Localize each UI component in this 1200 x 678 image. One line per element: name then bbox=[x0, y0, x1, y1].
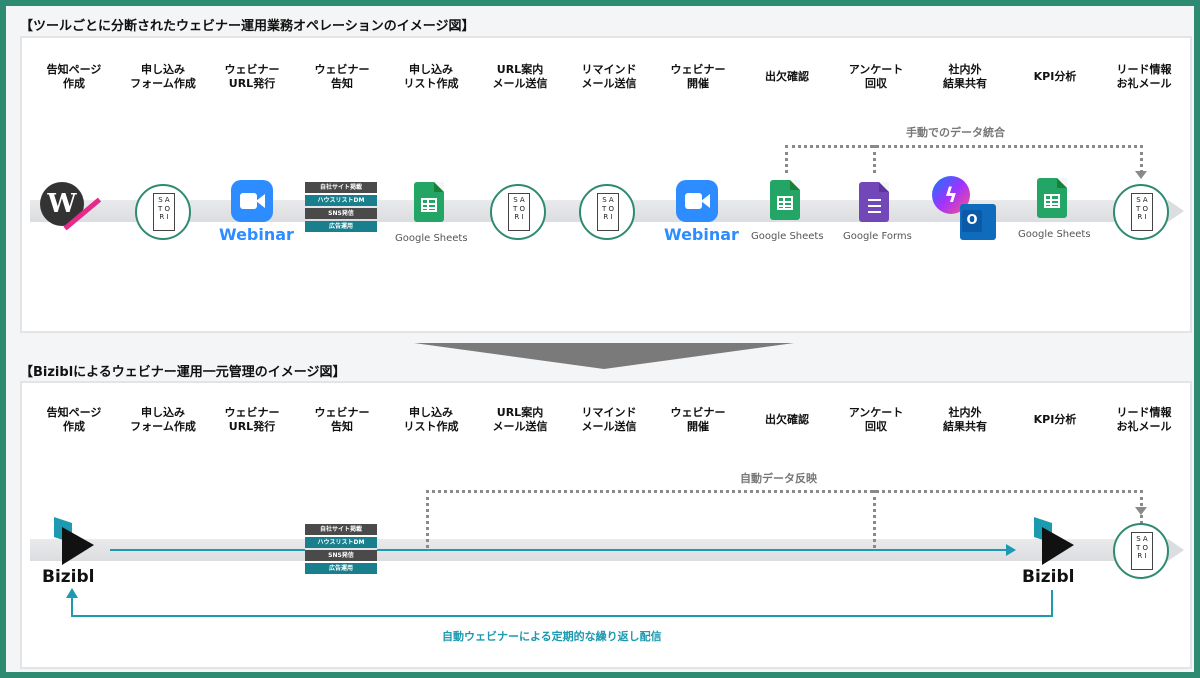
bizibl-logo-icon bbox=[54, 517, 94, 565]
step-application-form: 申し込み フォーム作成 bbox=[130, 406, 196, 433]
google-forms-label: Google Forms bbox=[843, 231, 912, 242]
step-announce-page: 告知ページ 作成 bbox=[46, 406, 102, 433]
webinar-label: Webinar bbox=[664, 225, 739, 244]
bizibl-label: Bizibl bbox=[1022, 567, 1075, 587]
step-url-mail: URL案内 メール送信 bbox=[492, 63, 548, 90]
promotion-tags: 自社サイト掲載 ハウスリストDM SNS発信 広告運用 bbox=[305, 524, 377, 576]
satori-logo-card: S A T O R I bbox=[597, 193, 619, 231]
google-sheets-label: Google Sheets bbox=[1018, 229, 1091, 240]
tag-ads: 広告運用 bbox=[305, 563, 377, 574]
satori-badge-lead: S A T O R I bbox=[1113, 184, 1169, 240]
arrow-up-icon bbox=[66, 588, 78, 598]
step-survey: アンケート 回収 bbox=[848, 63, 904, 90]
step-result-share: 社内外 結果共有 bbox=[943, 63, 987, 90]
step-reminder-mail: リマインド メール送信 bbox=[581, 63, 637, 90]
bizibl-label: Bizibl bbox=[42, 567, 95, 587]
manual-integration-branch bbox=[873, 145, 876, 173]
step-lead-thanks: リード情報 お礼メール bbox=[1116, 63, 1172, 90]
arrow-down-icon bbox=[1135, 507, 1147, 515]
step-reminder-mail: リマインド メール送信 bbox=[581, 406, 637, 433]
recurring-delivery-note: 自動ウェビナーによる定期的な繰り返し配信 bbox=[442, 630, 662, 643]
step-application-form: 申し込み フォーム作成 bbox=[130, 63, 196, 90]
step-webinar-announcement: ウェビナー 告知 bbox=[314, 63, 370, 90]
tag-sns: SNS発信 bbox=[305, 208, 377, 219]
tag-ads: 広告運用 bbox=[305, 221, 377, 232]
step-attendance: 出欠確認 bbox=[765, 70, 809, 83]
promotion-tags: 自社サイト掲載 ハウスリストDM SNS発信 広告運用 bbox=[305, 182, 377, 234]
satori-badge-form: S A T O R I bbox=[135, 184, 191, 240]
top-section-title: 【ツールごとに分断されたウェビナー運用業務オペレーションのイメージ図】 bbox=[20, 19, 475, 34]
zoom-icon bbox=[231, 180, 273, 222]
step-url-mail: URL案内 メール送信 bbox=[492, 406, 548, 433]
step-webinar-url: ウェビナー URL発行 bbox=[224, 63, 280, 90]
step-webinar-held: ウェビナー 開催 bbox=[670, 406, 726, 433]
arrow-down-icon bbox=[1135, 171, 1147, 179]
auto-reflection-connector bbox=[426, 490, 1143, 548]
google-forms-icon bbox=[859, 182, 889, 222]
messenger-icon: ϟ bbox=[932, 176, 970, 214]
satori-logo-card: S A T O R I bbox=[153, 193, 175, 231]
process-band-arrow bbox=[1168, 539, 1184, 561]
step-lead-thanks: リード情報 お礼メール bbox=[1116, 406, 1172, 433]
step-webinar-url: ウェビナー URL発行 bbox=[224, 406, 280, 433]
tag-house-list-dm: ハウスリストDM bbox=[305, 195, 377, 206]
loop-line-bottom bbox=[71, 615, 1053, 617]
arrow-right-icon bbox=[1006, 544, 1016, 556]
bottom-panel: 告知ページ 作成 申し込み フォーム作成 ウェビナー URL発行 ウェビナー 告… bbox=[20, 381, 1192, 669]
tag-own-site: 自社サイト掲載 bbox=[305, 524, 377, 535]
loop-line-left bbox=[71, 597, 73, 617]
tag-own-site: 自社サイト掲載 bbox=[305, 182, 377, 193]
webinar-label: Webinar bbox=[219, 225, 294, 244]
step-attendance: 出欠確認 bbox=[765, 413, 809, 426]
manual-integration-note: 手動でのデータ統合 bbox=[906, 126, 1005, 139]
satori-logo-card: S A T O R I bbox=[508, 193, 530, 231]
loop-line-right bbox=[1051, 590, 1053, 617]
auto-reflection-note: 自動データ反映 bbox=[740, 472, 817, 485]
step-announce-page: 告知ページ 作成 bbox=[46, 63, 102, 90]
satori-badge-reminder: S A T O R I bbox=[579, 184, 635, 240]
step-kpi: KPI分析 bbox=[1033, 70, 1077, 83]
google-sheets-icon bbox=[1037, 178, 1067, 218]
satori-badge-url-mail: S A T O R I bbox=[490, 184, 546, 240]
step-webinar-announcement: ウェビナー 告知 bbox=[314, 406, 370, 433]
google-sheets-icon bbox=[770, 180, 800, 220]
step-kpi: KPI分析 bbox=[1033, 413, 1077, 426]
bottom-section-title: 【Biziblによるウェビナー運用一元管理のイメージ図】 bbox=[20, 365, 346, 380]
flow-line-left bbox=[110, 549, 305, 551]
satori-badge-lead: S A T O R I bbox=[1113, 523, 1169, 579]
flow-line-main bbox=[377, 549, 1007, 551]
google-sheets-label: Google Sheets bbox=[751, 231, 824, 242]
transition-arrow-shape bbox=[414, 343, 794, 369]
bizibl-logo-icon bbox=[1034, 517, 1074, 565]
outlook-icon: O bbox=[960, 204, 996, 240]
tag-sns: SNS発信 bbox=[305, 550, 377, 561]
auto-reflection-branch bbox=[873, 490, 876, 548]
manual-integration-connector bbox=[785, 145, 1143, 173]
step-webinar-held: ウェビナー 開催 bbox=[670, 63, 726, 90]
satori-logo-card: S A T O R I bbox=[1131, 532, 1153, 570]
tag-house-list-dm: ハウスリストDM bbox=[305, 537, 377, 548]
zoom-icon bbox=[676, 180, 718, 222]
step-result-share: 社内外 結果共有 bbox=[943, 406, 987, 433]
step-survey: アンケート 回収 bbox=[848, 406, 904, 433]
satori-logo-card: S A T O R I bbox=[1131, 193, 1153, 231]
top-panel: 告知ページ 作成 申し込み フォーム作成 ウェビナー URL発行 ウェビナー 告… bbox=[20, 36, 1192, 333]
outer-frame: 【ツールごとに分断されたウェビナー運用業務オペレーションのイメージ図】 告知ペー… bbox=[6, 6, 1194, 672]
step-application-list: 申し込み リスト作成 bbox=[403, 406, 459, 433]
google-sheets-icon bbox=[414, 182, 444, 222]
step-application-list: 申し込み リスト作成 bbox=[403, 63, 459, 90]
google-sheets-label: Google Sheets bbox=[395, 233, 468, 244]
process-band-arrow bbox=[1168, 200, 1184, 222]
